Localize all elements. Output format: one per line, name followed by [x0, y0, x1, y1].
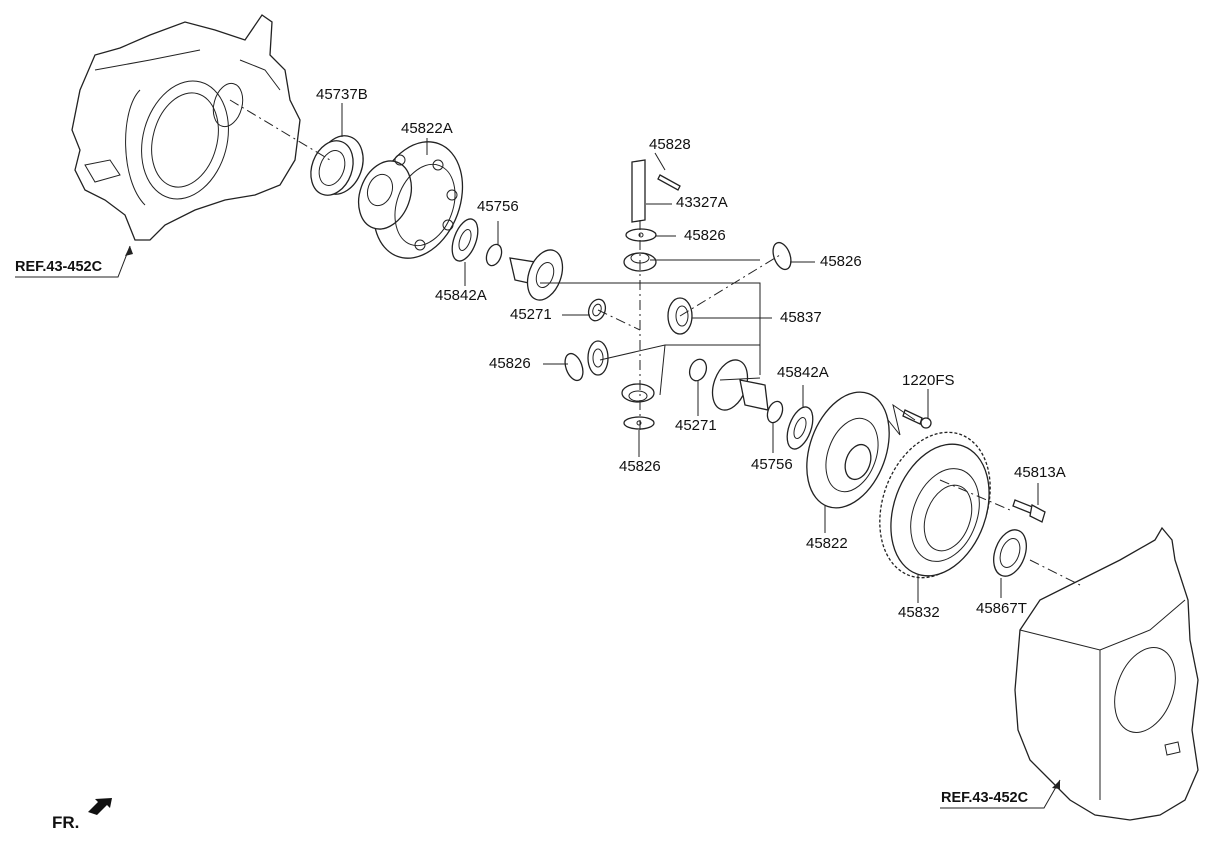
front-indicator-label: FR.: [52, 813, 80, 832]
label-45271-upper: 45271: [510, 306, 552, 323]
label-45813A: 45813A: [1014, 464, 1066, 481]
snap-ring-45756-upper: [485, 243, 503, 267]
ref-leader-top-left: [15, 245, 133, 278]
label-45842A-lower: 45842A: [777, 364, 829, 381]
leader-lines: [341, 103, 1039, 603]
differential-case-cover-45822: [806, 391, 890, 509]
pinion-gear-bottom: [621, 383, 655, 403]
label-45826-left: 45826: [489, 355, 531, 372]
label-1220FS: 1220FS: [902, 372, 955, 389]
thrust-washer-45842A-upper: [451, 218, 479, 262]
pinion-washer-45826-left: [564, 352, 584, 382]
differential-case-45822A: [357, 141, 464, 259]
label-45822A: 45822A: [401, 120, 453, 137]
label-45737B: 45737B: [316, 86, 368, 103]
ref-label-bottom-right[interactable]: REF.43-452C: [941, 790, 1029, 806]
side-gear-upper: [509, 249, 564, 301]
label-45756-lower: 45756: [751, 456, 793, 473]
thrust-washer-45842A-lower: [786, 406, 814, 450]
transaxle-housing-left: [71, 14, 301, 241]
ring-gear-45832: [879, 431, 991, 579]
pinion-washer-45826-top: [625, 228, 657, 242]
washer-45271-upper: [587, 298, 607, 322]
label-45828: 45828: [649, 136, 691, 153]
label-45826-top: 45826: [684, 227, 726, 244]
label-45826-bottom: 45826: [619, 458, 661, 475]
label-45756-upper: 45756: [477, 198, 519, 215]
label-45271-lower: 45271: [675, 417, 717, 434]
snap-ring-45756-lower: [766, 400, 784, 424]
assembly-lines: [229, 99, 1081, 586]
pinion-washer-45826-bottom: [623, 416, 655, 430]
screw-1220FS: [902, 409, 932, 429]
side-gear-lower: [711, 359, 769, 411]
pinion-shaft-43327A: [631, 159, 646, 223]
front-arrow-icon: [88, 798, 112, 815]
ref-label-top-left[interactable]: REF.43-452C: [15, 259, 103, 275]
label-43327A: 43327A: [676, 194, 728, 211]
lock-pin-45828: [657, 174, 681, 191]
pinion-washer-45826-right: [772, 241, 792, 271]
label-45842A-upper: 45842A: [435, 287, 487, 304]
bolt-45813A: [1012, 499, 1046, 523]
shim-45867T: [993, 529, 1027, 577]
transaxle-housing-right: [1014, 526, 1199, 821]
pinion-gear-left: [587, 340, 609, 376]
washer-45271-lower: [688, 358, 708, 382]
label-45826-right: 45826: [820, 253, 862, 270]
label-45822: 45822: [806, 535, 848, 552]
label-45867T: 45867T: [976, 600, 1027, 617]
label-45837: 45837: [780, 309, 822, 326]
label-45832: 45832: [898, 604, 940, 621]
ref-leader-bottom-right: [940, 779, 1061, 809]
